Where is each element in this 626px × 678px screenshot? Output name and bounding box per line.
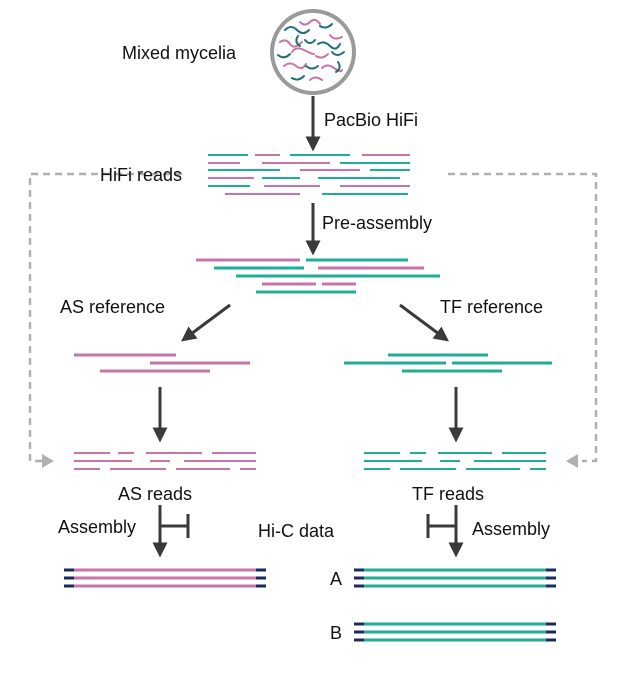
label-as-reference: AS reference	[60, 297, 166, 317]
dashed-arrowhead-left-icon	[42, 454, 54, 468]
dashed-arrow-right	[448, 172, 598, 463]
hifi-reads-icon	[208, 154, 410, 195]
tf-reads-icon	[364, 452, 546, 470]
arrow-to-as-reference	[180, 303, 231, 342]
label-tf-reads: TF reads	[412, 484, 485, 504]
arrow-to-tf-reference	[399, 303, 450, 342]
pre-assembly-contigs-icon	[196, 258, 440, 294]
tf-haplotype-a-icon	[354, 568, 556, 588]
mycelia-sample-icon	[270, 9, 356, 95]
label-hic-data: Hi-C data	[258, 521, 335, 541]
tf-reference-contigs-icon	[344, 353, 552, 373]
label-pre-assembly: Pre-assembly	[322, 213, 433, 233]
label-as-reads: AS reads	[118, 484, 193, 504]
label-assembly-left: Assembly	[58, 517, 137, 537]
dashed-arrowhead-right-icon	[566, 454, 578, 468]
as-final-assembly-icon	[64, 568, 266, 588]
label-assembly-right: Assembly	[472, 519, 551, 539]
label-pacbio-hifi: PacBio HiFi	[324, 110, 419, 130]
tf-haplotype-b-icon	[354, 622, 556, 642]
label-haplotype-b: B	[330, 623, 343, 643]
as-reads-icon	[74, 452, 256, 470]
dashed-arrow-left	[28, 172, 182, 463]
label-haplotype-a: A	[330, 569, 343, 589]
label-tf-reference: TF reference	[440, 297, 544, 317]
label-mixed-mycelia: Mixed mycelia	[122, 43, 237, 63]
as-reference-contigs-icon	[74, 353, 250, 373]
label-hifi-reads: HiFi reads	[100, 165, 183, 185]
